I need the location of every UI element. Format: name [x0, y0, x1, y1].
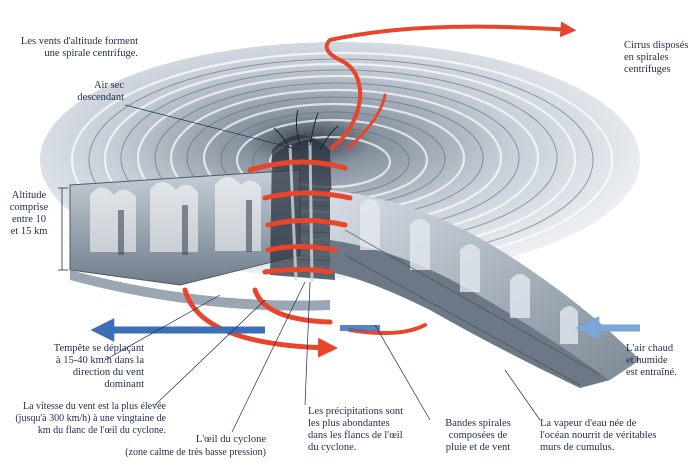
- cloud-cross-section: [69, 169, 330, 311]
- altitude-bracket: [58, 187, 68, 271]
- label-spiral-bands: Bandes spirales composées de pluie et de…: [445, 418, 511, 453]
- label-water-vapor: La vapeur d'eau née de l'océan nourrit d…: [540, 418, 657, 453]
- label-cirrus: Cirrus disposés en spirales centrifuges: [624, 40, 689, 75]
- storm-motion-arrow: [90, 318, 380, 342]
- label-dry-air: Air sec descendant: [77, 80, 124, 103]
- eye-wall: [270, 109, 339, 283]
- spiral-bands: [330, 190, 640, 388]
- label-altitude: Altitude comprise entre 10 et 15 km: [9, 190, 49, 237]
- label-precipitation: Les précipitations sont les plus abondan…: [308, 406, 404, 453]
- leader-lines: [104, 104, 541, 433]
- label-storm-motion: Tempête se déplaçant à 15-40 km/h dans l…: [53, 343, 144, 390]
- label-top-winds: Les vents d'altitude forment une spirale…: [20, 36, 138, 59]
- label-wind-speed: La vitesse du vent est la plus élevée (j…: [15, 401, 166, 436]
- label-eye-detail: (zone calme de très basse pression): [125, 447, 266, 458]
- label-warm-air: L'air chaud et humide est entraîné.: [626, 343, 677, 378]
- label-eye: L'œil du cyclone: [195, 434, 266, 445]
